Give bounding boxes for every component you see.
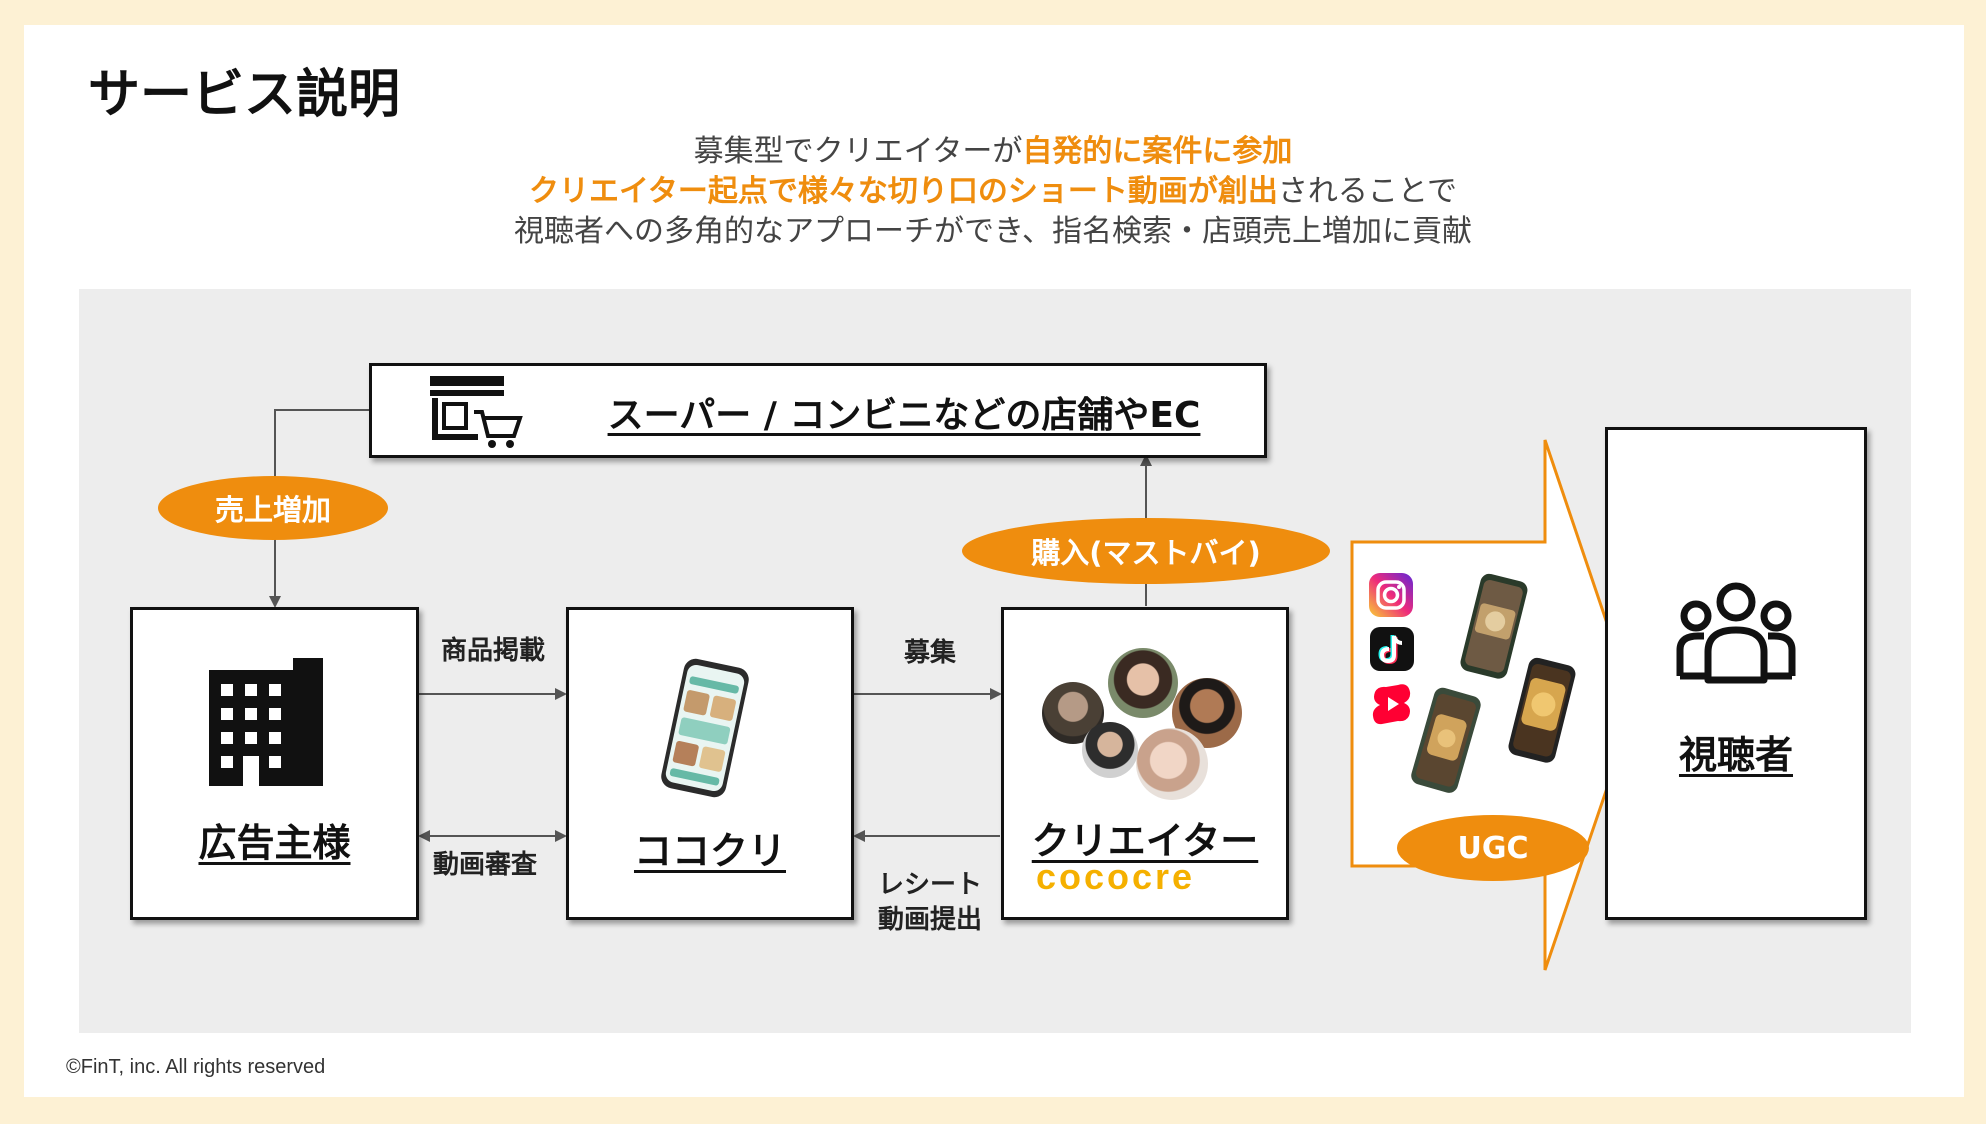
users-group-icon — [1674, 580, 1798, 694]
cococre-app-label: ココクリ — [569, 820, 851, 875]
tiktok-icon — [1370, 627, 1414, 675]
cococre-logo: cococre — [1036, 856, 1195, 898]
advertiser-label: 広告主様 — [133, 812, 416, 867]
ugc-video-phone — [1400, 686, 1490, 798]
receipt-label-line-1: レシート — [870, 868, 990, 903]
store-label: スーパー / コンビニなどの店舗やEC — [604, 386, 1204, 438]
creator-avatar — [1082, 722, 1138, 778]
store-box: スーパー / コンビニなどの店舗やEC — [369, 363, 1267, 458]
store-cart-icon — [426, 372, 526, 456]
instagram-icon — [1368, 572, 1414, 622]
cococre-app-box: ココクリ — [566, 607, 854, 920]
video-review-label: 動画審査 — [430, 848, 540, 883]
viewer-box: 視聴者 — [1605, 427, 1867, 920]
creator-box: クリエイター cococre — [1001, 607, 1289, 920]
viewer-label: 視聴者 — [1608, 724, 1864, 779]
creator-avatar — [1136, 728, 1208, 800]
copyright-footer: ©FinT, inc. All rights reserved — [66, 1056, 325, 1079]
smartphone-app-icon — [650, 658, 760, 802]
receipt-label: レシート 動画提出 — [870, 868, 990, 938]
purchase-badge: 購入(マストバイ) — [962, 518, 1330, 584]
creator-avatar — [1108, 648, 1178, 718]
product-listing-label: 商品掲載 — [438, 634, 548, 669]
advertiser-box: 広告主様 — [130, 607, 419, 920]
office-building-icon — [205, 656, 335, 790]
recruit-label: 募集 — [890, 636, 970, 671]
sales-increase-badge: 売上増加 — [158, 476, 388, 540]
ugc-badge: UGC — [1397, 815, 1589, 881]
receipt-label-line-2: 動画提出 — [870, 903, 990, 938]
ugc-video-phone — [1496, 656, 1586, 768]
